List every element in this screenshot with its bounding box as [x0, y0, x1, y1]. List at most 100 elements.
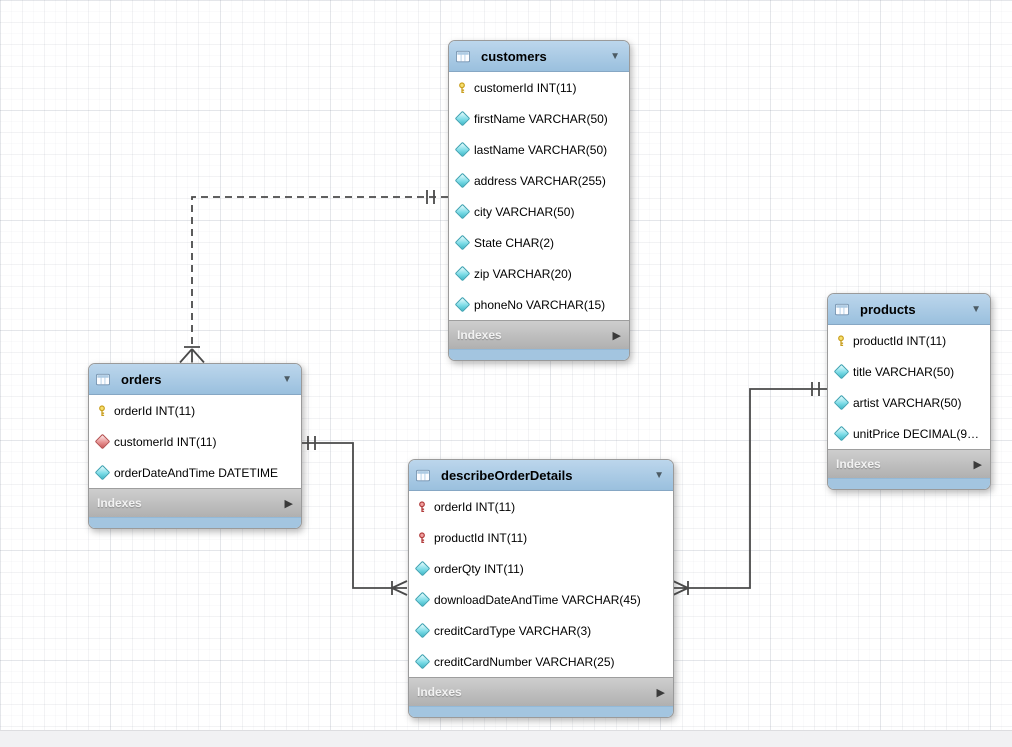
expand-arrow-icon[interactable]: ▶ — [284, 497, 293, 510]
table-bottom-strip — [409, 706, 673, 717]
indexes-label: Indexes — [457, 328, 502, 342]
column-row[interactable]: title VARCHAR(50) — [828, 356, 990, 387]
crow-foot-marker — [391, 580, 408, 596]
foreign-key-icon — [94, 433, 110, 450]
indexes-bar[interactable]: Indexes ▶ — [409, 677, 673, 706]
expand-arrow-icon[interactable]: ▶ — [656, 686, 665, 699]
table-icon — [835, 303, 849, 316]
table-title: customers — [481, 48, 547, 64]
table-header[interactable]: orders ▼ — [89, 364, 301, 395]
column-row[interactable]: orderId INT(11) — [89, 395, 301, 426]
attribute-icon — [414, 560, 430, 577]
indexes-label: Indexes — [417, 685, 462, 699]
column-row[interactable]: downloadDateAndTime VARCHAR(45) — [409, 584, 673, 615]
chevron-down-icon[interactable]: ▼ — [971, 303, 981, 315]
column-row[interactable]: orderDateAndTime DATETIME — [89, 457, 301, 488]
attribute-icon — [454, 203, 470, 220]
column-label: unitPrice DECIMAL(9… — [853, 426, 980, 441]
column-label: title VARCHAR(50) — [853, 364, 955, 379]
column-label: productId INT(11) — [853, 333, 947, 348]
attribute-icon — [833, 363, 849, 380]
attribute-icon — [833, 394, 849, 411]
table-icon — [96, 373, 110, 386]
column-label: customerId INT(11) — [474, 80, 577, 95]
table-title: products — [860, 301, 916, 317]
expand-arrow-icon[interactable]: ▶ — [973, 458, 982, 471]
primary-key-icon — [95, 404, 109, 417]
column-label: address VARCHAR(255) — [474, 173, 606, 188]
indexes-label: Indexes — [836, 457, 881, 471]
table-customers[interactable]: customers ▼ customerId INT(11) firstName… — [448, 40, 630, 361]
column-label: city VARCHAR(50) — [474, 204, 575, 219]
column-row[interactable]: creditCardNumber VARCHAR(25) — [409, 646, 673, 677]
column-row[interactable]: creditCardType VARCHAR(3) — [409, 615, 673, 646]
chevron-down-icon[interactable]: ▼ — [654, 469, 664, 481]
relationship-customers-orders[interactable] — [179, 190, 448, 364]
attribute-icon — [454, 141, 470, 158]
column-list: customerId INT(11) firstName VARCHAR(50)… — [449, 72, 629, 320]
column-row[interactable]: lastName VARCHAR(50) — [449, 134, 629, 165]
attribute-icon — [454, 234, 470, 251]
chevron-down-icon[interactable]: ▼ — [610, 50, 620, 62]
column-row[interactable]: customerId INT(11) — [449, 72, 629, 103]
table-bottom-strip — [449, 349, 629, 360]
column-row[interactable]: customerId INT(11) — [89, 426, 301, 457]
attribute-icon — [454, 110, 470, 127]
column-row[interactable]: artist VARCHAR(50) — [828, 387, 990, 418]
column-row[interactable]: State CHAR(2) — [449, 227, 629, 258]
indexes-bar[interactable]: Indexes ▶ — [449, 320, 629, 349]
crow-foot-marker — [672, 580, 689, 596]
relationship-line-dashed[interactable] — [191, 196, 448, 346]
canvas-margin-bottom — [0, 730, 1012, 747]
column-row[interactable]: productId INT(11) — [828, 325, 990, 356]
expand-arrow-icon[interactable]: ▶ — [612, 329, 621, 342]
crow-foot-marker — [179, 346, 205, 364]
primary-key-icon — [834, 334, 848, 347]
column-label: firstName VARCHAR(50) — [474, 111, 608, 126]
column-label: creditCardNumber VARCHAR(25) — [434, 654, 615, 669]
column-row[interactable]: phoneNo VARCHAR(15) — [449, 289, 629, 320]
table-orders[interactable]: orders ▼ orderId INT(11) customerId INT(… — [88, 363, 302, 529]
column-label: orderQty INT(11) — [434, 561, 524, 576]
column-row[interactable]: firstName VARCHAR(50) — [449, 103, 629, 134]
column-row[interactable]: address VARCHAR(255) — [449, 165, 629, 196]
primary-foreign-key-icon — [415, 531, 429, 544]
relationship-line-solid[interactable] — [688, 388, 827, 589]
column-label: artist VARCHAR(50) — [853, 395, 962, 410]
chevron-down-icon[interactable]: ▼ — [282, 373, 292, 385]
attribute-icon — [833, 425, 849, 442]
table-header[interactable]: describeOrderDetails ▼ — [409, 460, 673, 491]
relationship-products-describeOrderDetails[interactable] — [672, 382, 827, 596]
column-row[interactable]: orderQty INT(11) — [409, 553, 673, 584]
table-title: describeOrderDetails — [441, 467, 573, 483]
indexes-bar[interactable]: Indexes ▶ — [89, 488, 301, 517]
table-products[interactable]: products ▼ productId INT(11) title VARCH… — [827, 293, 991, 490]
column-list: orderId INT(11) customerId INT(11) order… — [89, 395, 301, 488]
column-row[interactable]: orderId INT(11) — [409, 491, 673, 522]
relationship-line-solid[interactable] — [300, 442, 392, 589]
relationship-orders-describeOrderDetails[interactable] — [300, 436, 408, 596]
column-list: orderId INT(11) productId INT(11) orderQ… — [409, 491, 673, 677]
attribute-icon — [454, 265, 470, 282]
indexes-bar[interactable]: Indexes ▶ — [828, 449, 990, 478]
attribute-icon — [454, 296, 470, 313]
column-label: phoneNo VARCHAR(15) — [474, 297, 606, 312]
column-label: orderDateAndTime DATETIME — [114, 465, 279, 480]
table-describeOrderDetails[interactable]: describeOrderDetails ▼ orderId INT(11) p… — [408, 459, 674, 718]
table-icon — [456, 50, 470, 63]
column-label: productId INT(11) — [434, 530, 528, 545]
column-row[interactable]: productId INT(11) — [409, 522, 673, 553]
table-header[interactable]: products ▼ — [828, 294, 990, 325]
primary-key-icon — [455, 81, 469, 94]
table-header[interactable]: customers ▼ — [449, 41, 629, 72]
diagram-canvas[interactable]: customers ▼ customerId INT(11) firstName… — [0, 0, 1012, 730]
column-label: downloadDateAndTime VARCHAR(45) — [434, 592, 641, 607]
column-label: State CHAR(2) — [474, 235, 555, 250]
column-list: productId INT(11) title VARCHAR(50) arti… — [828, 325, 990, 449]
column-row[interactable]: unitPrice DECIMAL(9… — [828, 418, 990, 449]
cardinality-one-marker — [426, 190, 435, 204]
attribute-icon — [414, 622, 430, 639]
column-label: orderId INT(11) — [114, 403, 196, 418]
column-row[interactable]: city VARCHAR(50) — [449, 196, 629, 227]
column-row[interactable]: zip VARCHAR(20) — [449, 258, 629, 289]
